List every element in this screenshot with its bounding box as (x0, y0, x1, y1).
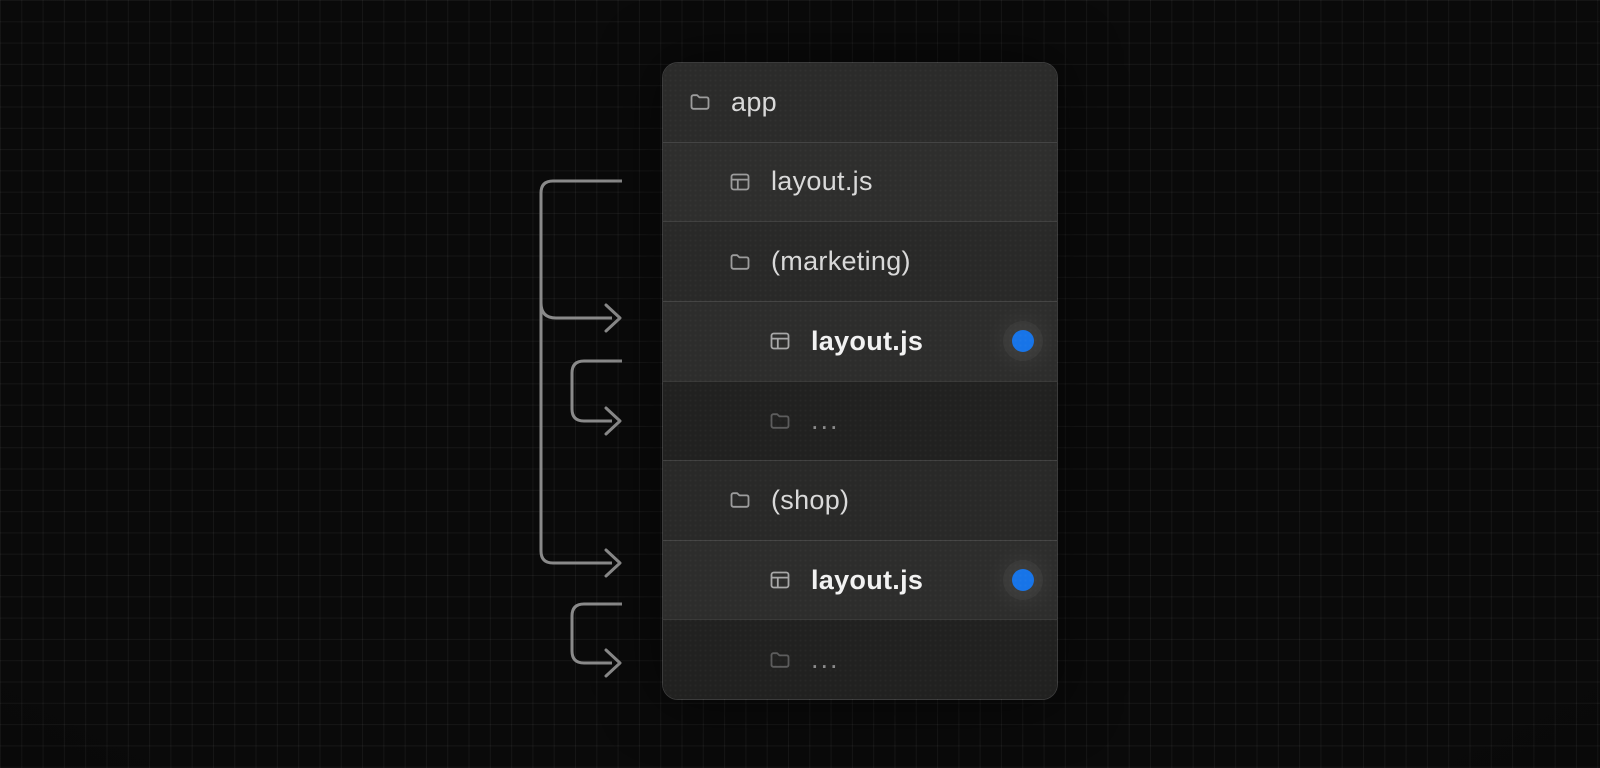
tree-row-label: (shop) (771, 484, 850, 515)
row-shop-group[interactable]: (shop) (663, 460, 1057, 540)
folder-icon (768, 409, 792, 433)
folder-icon (728, 250, 752, 274)
tree-row-label: layout.js (811, 325, 924, 356)
active-route-dot (1012, 330, 1034, 353)
tree-row-label: layout.js (771, 166, 873, 197)
tree-row-label: (marketing) (771, 246, 911, 277)
layout-icon (768, 329, 792, 353)
tree-row-label: app (731, 86, 777, 117)
layout-icon (728, 170, 752, 194)
file-tree-panel: app layout.js (662, 62, 1058, 700)
row-marketing-children[interactable]: ... (663, 380, 1057, 461)
row-root-layout[interactable]: layout.js (663, 141, 1057, 222)
row-marketing-group[interactable]: (marketing) (663, 221, 1057, 301)
row-shop-layout[interactable]: layout.js (663, 539, 1057, 620)
layout-icon (768, 568, 792, 592)
folder-icon (768, 648, 792, 672)
active-route-dot (1012, 569, 1034, 592)
tree-row-label: layout.js (811, 564, 924, 595)
tree-row-label: ... (811, 644, 840, 675)
row-marketing-layout[interactable]: layout.js (663, 300, 1057, 381)
row-app[interactable]: app (663, 63, 1057, 142)
folder-icon (728, 488, 752, 512)
row-shop-children[interactable]: ... (663, 619, 1057, 699)
folder-icon (688, 90, 712, 114)
tree-row-label: ... (811, 405, 840, 436)
